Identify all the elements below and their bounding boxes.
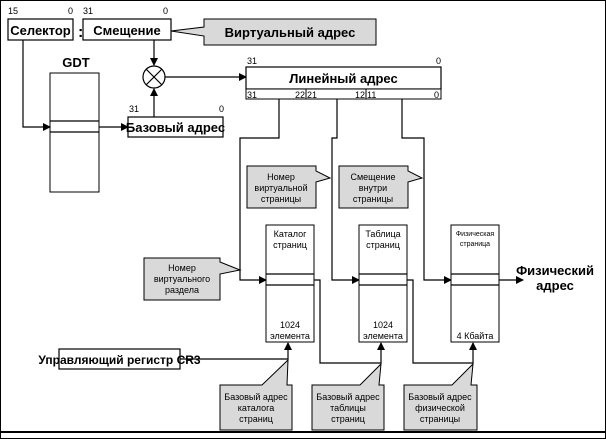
base-bit-high: 31	[129, 104, 139, 114]
callout-vpn-line2: виртуальной	[254, 183, 307, 193]
callout-vpn-line3: страницы	[261, 194, 301, 204]
callout-oip-line1: Смещение	[350, 172, 395, 182]
page-directory-size-1: 1024	[280, 320, 300, 330]
page-table-title-2: страниц	[366, 240, 400, 250]
callout-db-line2: каталога	[238, 403, 274, 413]
table-entry-to-page-base	[407, 279, 477, 364]
field-table-low: 12	[355, 90, 365, 100]
callout-oip-line2: внутри	[359, 183, 387, 193]
physical-page-size: 4 Кбайта	[457, 331, 494, 341]
callout-pb-line3: страницы	[420, 414, 460, 424]
cr3-label: Управляющий регистр CR3	[38, 353, 200, 367]
callout-oip-line3: страницы	[353, 194, 393, 204]
base-bit-low: 0	[219, 104, 224, 114]
gdt-label: GDT	[62, 55, 90, 70]
selector-bit-low: 0	[68, 6, 73, 16]
callout-table-base	[311, 362, 385, 431]
directory-index-line	[239, 99, 280, 284]
field-offset-high: 11	[367, 90, 376, 100]
base-address-label: Базовый адрес	[126, 120, 225, 135]
offset-box	[82, 18, 172, 41]
adder-icon	[142, 65, 166, 89]
page-table	[358, 224, 408, 343]
callout-vsn-line1: Номер	[168, 263, 196, 273]
callout-virtual-page-number	[246, 165, 332, 209]
callout-vsn-line2: виртуального	[154, 274, 210, 284]
field-offset-low: 0	[434, 90, 439, 100]
page-directory	[265, 224, 315, 343]
callout-directory-base	[219, 358, 293, 431]
callout-tb-line2: таблицы	[330, 403, 366, 413]
base-address-box	[127, 116, 224, 138]
page-table-size-2: элемента	[363, 331, 403, 341]
callout-pb-line2: физической	[415, 403, 465, 413]
page-table-size-1: 1024	[373, 320, 393, 330]
linear-bit-high: 31	[247, 56, 257, 66]
offset-bit-low: 0	[163, 6, 168, 16]
physical-page-title-1: Физическая	[456, 231, 495, 238]
page-directory-size-2: элемента	[270, 331, 310, 341]
physical-page	[450, 224, 500, 343]
physical-address-line2: адрес	[536, 278, 574, 293]
callout-vpn-line1: Номер	[267, 172, 295, 182]
offset-bit-high: 31	[83, 6, 93, 16]
linear-fields-strip	[245, 88, 442, 100]
callout-db-line1: Базовый адрес	[224, 392, 288, 402]
physical-address-line1: Физический	[516, 263, 594, 278]
callout-virtual-section-number	[143, 257, 242, 301]
selector-label: Селектор	[10, 23, 71, 38]
callout-vsn-line3: раздела	[165, 285, 199, 295]
callout-offset-in-page	[338, 165, 424, 209]
callout-pb-line1: Базовый адрес	[408, 392, 472, 402]
callout-db-line3: страниц	[239, 414, 273, 424]
physical-page-title-2: страница	[460, 241, 490, 248]
linear-bit-low: 0	[436, 56, 441, 66]
page-table-title-1: Таблица	[365, 229, 400, 239]
segment-separator: :	[78, 24, 83, 41]
virtual-address-callout	[170, 18, 377, 46]
linear-address-label: Линейный адрес	[289, 71, 397, 86]
field-table-high: 21	[307, 90, 317, 100]
callout-tb-line1: Базовый адрес	[316, 392, 380, 402]
table-index-line	[331, 99, 360, 284]
virtual-address-label: Виртуальный адрес	[225, 25, 356, 40]
selector-box	[7, 18, 74, 41]
field-directory-high: 31	[247, 90, 257, 100]
page-directory-title-1: Каталог	[274, 229, 307, 239]
directory-entry-to-table-base	[314, 279, 385, 364]
offset-index-line	[401, 99, 452, 284]
offset-label: Смещение	[93, 23, 161, 38]
field-directory-low: 22	[295, 90, 305, 100]
callout-tb-line3: страниц	[331, 414, 365, 424]
cr3-register	[58, 348, 181, 370]
selector-to-gdt-arrow	[22, 40, 51, 131]
page-directory-title-2: страниц	[273, 240, 307, 250]
callout-page-base	[403, 362, 478, 431]
cr3-to-directory-base	[180, 342, 292, 360]
selector-bit-high: 15	[8, 6, 18, 16]
